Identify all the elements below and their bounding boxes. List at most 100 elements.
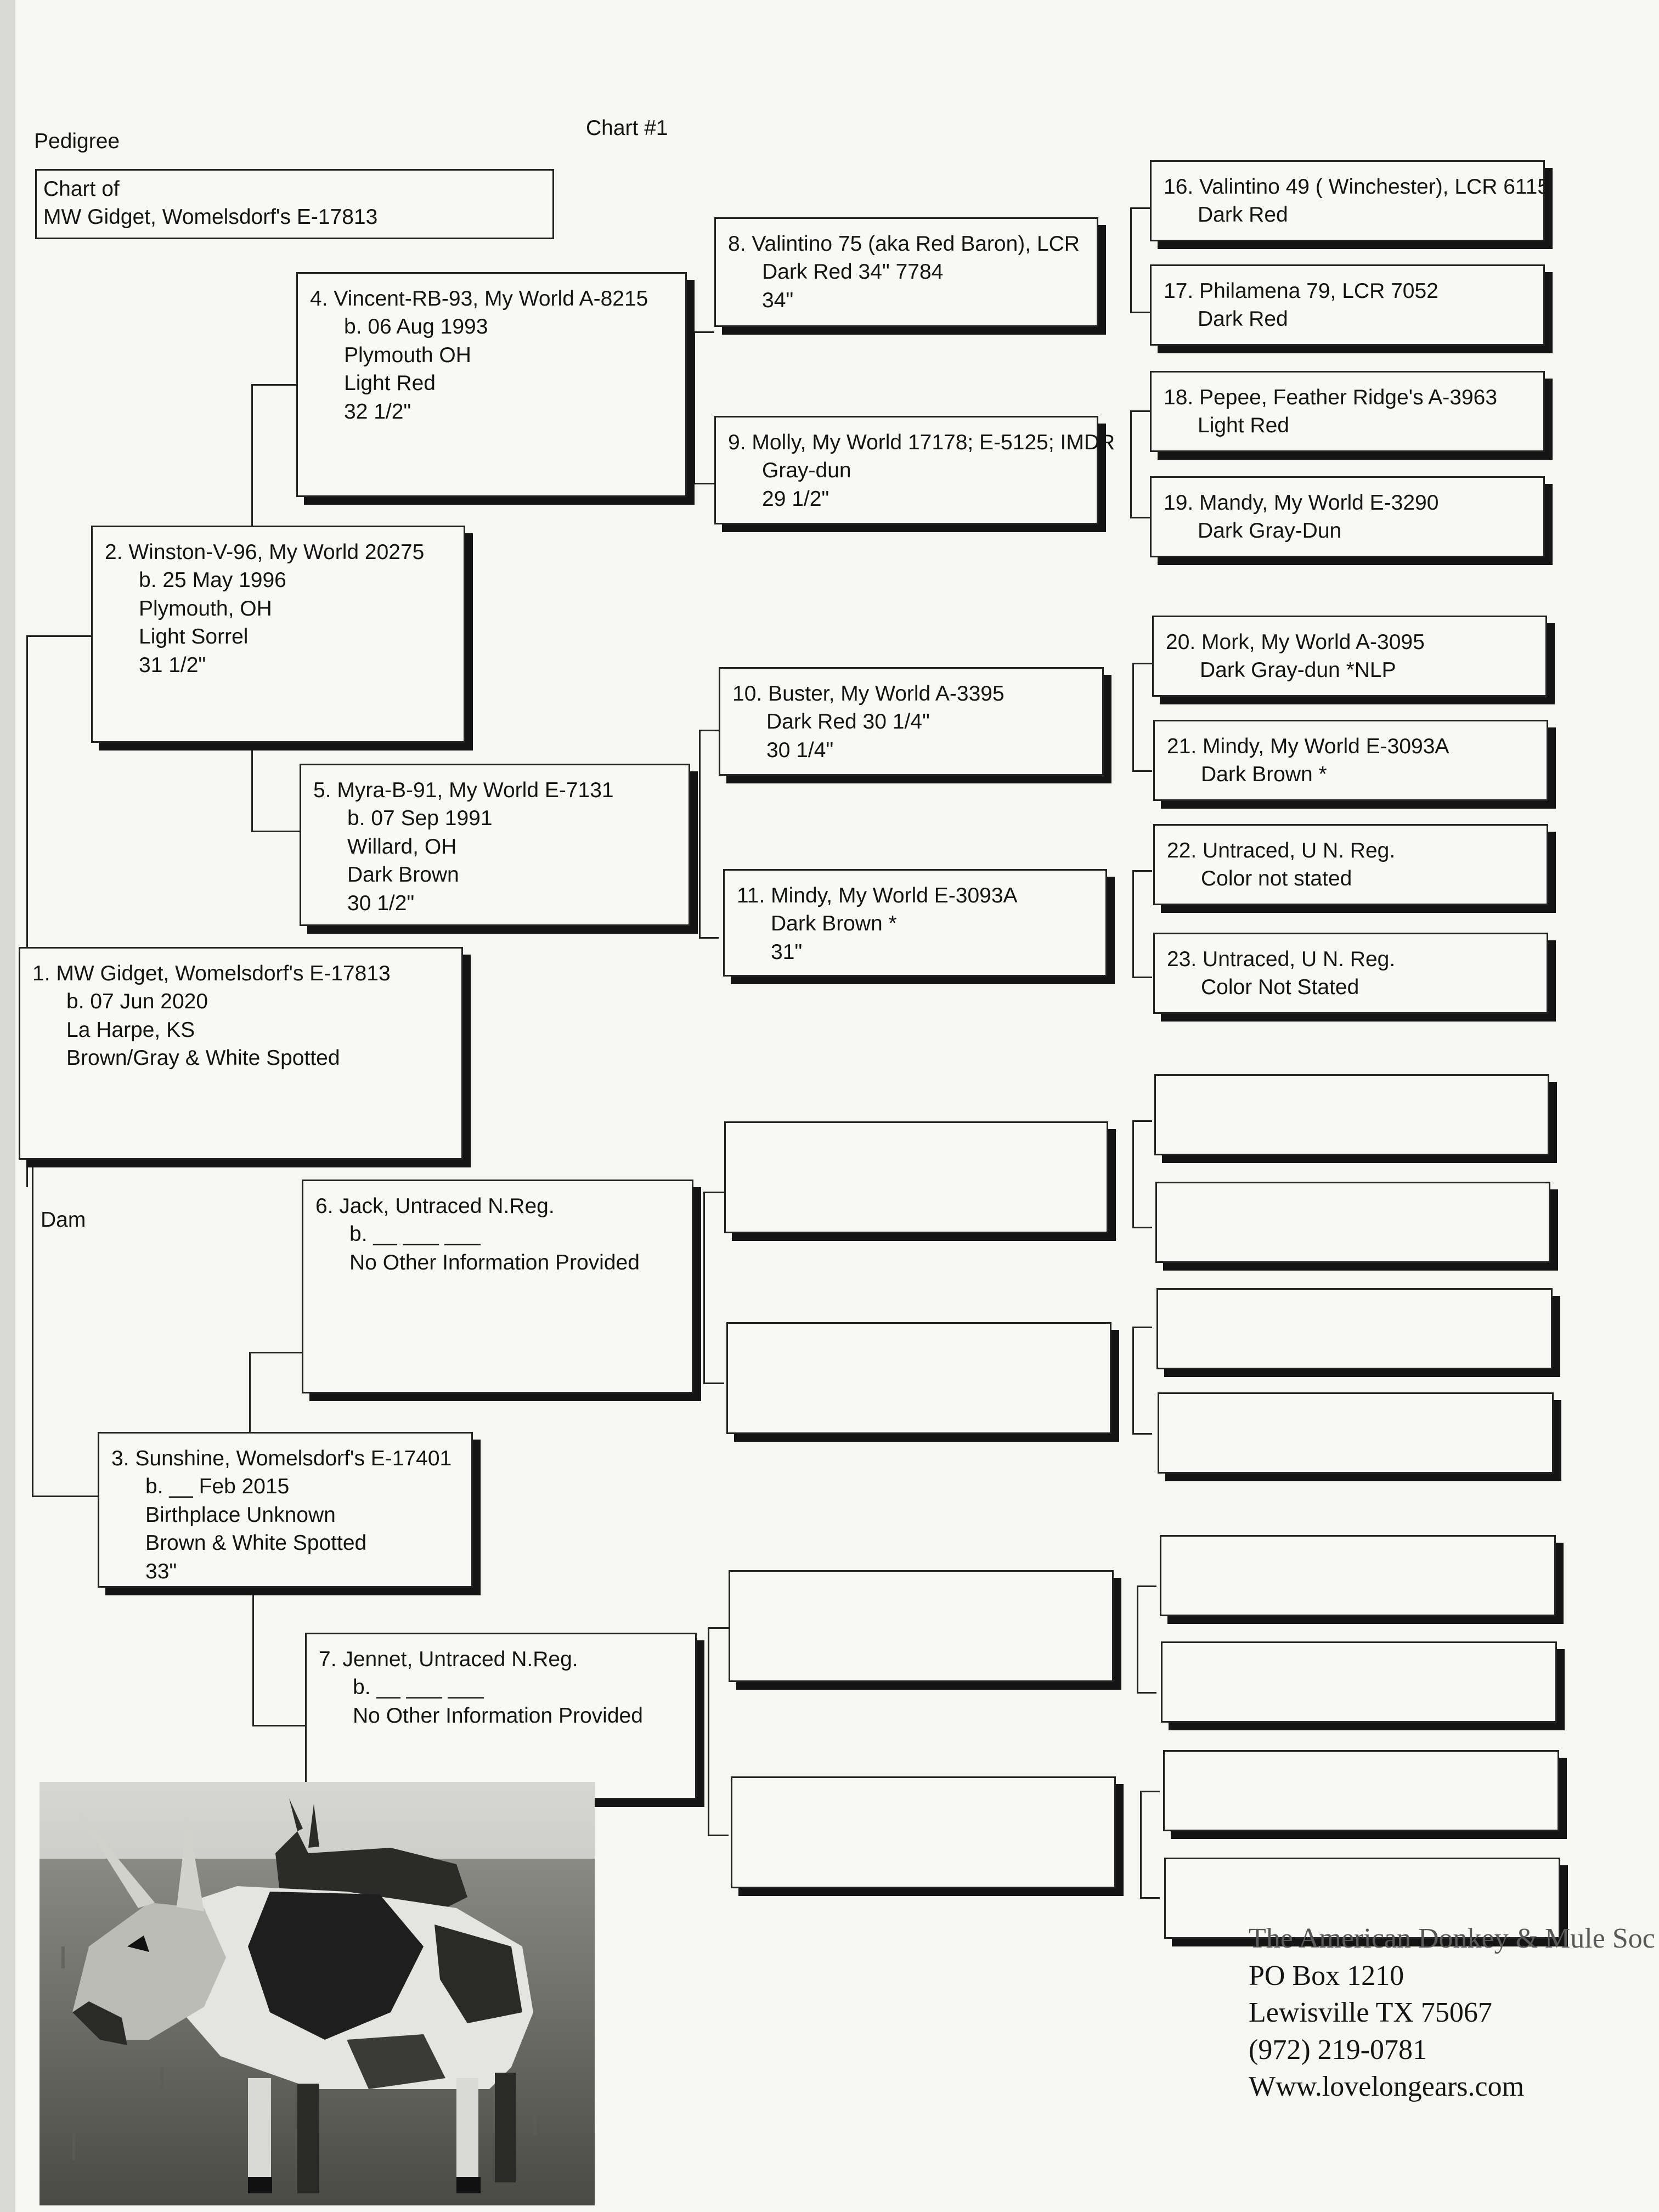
pedigree-sheet: Pedigree Chart #1 Chart of MW Gidget, Wo… xyxy=(15,0,1659,2212)
entry-23-name: 23. Untraced, U N. Reg. xyxy=(1167,947,1396,971)
entry-2-name: 2. Winston-V-96, My World 20275 xyxy=(105,540,425,564)
address-phone: (972) 219-0781 xyxy=(1249,2034,1427,2066)
entry-18-box: 18. Pepee, Feather Ridge's A-3963 Light … xyxy=(1150,371,1545,452)
entry-16-box: 16. Valintino 49 ( Winchester), LCR 6115… xyxy=(1150,160,1550,241)
entry-1-box: 1. MW Gidget, Womelsdorf's E-17813 b. 07… xyxy=(19,947,463,1160)
entry-17-color: Dark Red xyxy=(1198,307,1288,331)
entry-2-box: 2. Winston-V-96, My World 20275 b. 25 Ma… xyxy=(91,526,465,743)
entry-8-box: 8. Valintino 75 (aka Red Baron), LCR Dar… xyxy=(714,217,1098,327)
entry-5-name: 5. Myra-B-91, My World E-7131 xyxy=(313,778,614,802)
entry-9-box: 9. Molly, My World 17178; E-5125; IMDR G… xyxy=(714,416,1115,524)
entry-10-name: 10. Buster, My World A-3395 xyxy=(732,682,1005,706)
entry-24-box xyxy=(1154,1074,1549,1155)
entry-18-color: Light Red xyxy=(1198,414,1289,438)
entry-4-birth: b. 06 Aug 1993 xyxy=(344,315,488,339)
entry-3-box: 3. Sunshine, Womelsdorf's E-17401 b. __ … xyxy=(98,1432,473,1588)
entry-7-box: 7. Jennet, Untraced N.Reg. b. __ ___ ___… xyxy=(305,1633,697,1799)
entry-7-info: No Other Information Provided xyxy=(353,1703,643,1728)
entry-25-box xyxy=(1155,1182,1550,1263)
entry-3-height: 33" xyxy=(145,1559,177,1583)
entry-5-box: 5. Myra-B-91, My World E-7131 b. 07 Sep … xyxy=(300,764,690,926)
entry-5-height: 30 1/2" xyxy=(347,891,415,915)
society-address: The American Donkey & Mule Soc PO Box 12… xyxy=(1249,1920,1655,2106)
entry-5-color: Dark Brown xyxy=(347,863,459,887)
entry-1-name: 1. MW Gidget, Womelsdorf's E-17813 xyxy=(32,962,391,985)
entry-31-box xyxy=(1164,1858,1560,1939)
entry-16-name: 16. Valintino 49 ( Winchester), LCR 6115 xyxy=(1164,175,1550,199)
entry-28-box xyxy=(1160,1535,1556,1616)
society-name: The American Donkey & Mule Soc xyxy=(1249,1923,1655,1954)
entry-2-height: 31 1/2" xyxy=(139,653,206,677)
entry-11-name: 11. Mindy, My World E-3093A xyxy=(737,884,1018,907)
entry-10-color: Dark Red 30 1/4" xyxy=(766,710,930,734)
entry-14-box xyxy=(729,1570,1114,1682)
entry-21-name: 21. Mindy, My World E-3093A xyxy=(1167,735,1449,758)
entry-19-name: 19. Mandy, My World E-3290 xyxy=(1164,491,1439,515)
entry-7-name: 7. Jennet, Untraced N.Reg. xyxy=(319,1647,578,1671)
entry-23-color: Color Not Stated xyxy=(1201,975,1359,1000)
chart-of-name: MW Gidget, Womelsdorf's E-17813 xyxy=(43,205,378,229)
entry-1-birth: b. 07 Jun 2020 xyxy=(66,990,208,1014)
entry-9-height: 29 1/2" xyxy=(762,487,830,511)
chart-of-label: Chart of xyxy=(43,177,120,201)
entry-22-name: 22. Untraced, U N. Reg. xyxy=(1167,839,1396,862)
entry-13-box xyxy=(726,1322,1111,1434)
entry-11-box: 11. Mindy, My World E-3093A Dark Brown *… xyxy=(723,869,1107,977)
entry-20-name: 20. Mork, My World A-3095 xyxy=(1166,630,1425,654)
entry-4-box: 4. Vincent-RB-93, My World A-8215 b. 06 … xyxy=(296,272,687,497)
donkey-photo-drawing xyxy=(40,1782,595,2205)
entry-4-color: Light Red xyxy=(344,371,436,396)
chart-number: Chart #1 xyxy=(586,116,668,140)
entry-8-name: 8. Valintino 75 (aka Red Baron), LCR xyxy=(728,232,1080,256)
entry-3-birth: b. __ Feb 2015 xyxy=(145,1475,290,1499)
chart-of-box: Chart of MW Gidget, Womelsdorf's E-17813 xyxy=(35,169,554,239)
entry-10-box: 10. Buster, My World A-3395 Dark Red 30 … xyxy=(719,667,1104,776)
entry-9-color: Gray-dun xyxy=(762,459,851,483)
entry-2-color: Light Sorrel xyxy=(139,625,249,649)
entry-3-color: Brown & White Spotted xyxy=(145,1531,367,1555)
entry-12-box xyxy=(724,1121,1108,1233)
entry-20-box: 20. Mork, My World A-3095 Dark Gray-dun … xyxy=(1152,616,1547,697)
entry-19-box: 19. Mandy, My World E-3290 Dark Gray-Dun xyxy=(1150,476,1545,557)
entry-6-box: 6. Jack, Untraced N.Reg. b. __ ___ ___ N… xyxy=(302,1180,693,1393)
entry-1-place: La Harpe, KS xyxy=(66,1018,195,1042)
entry-7-birth: b. __ ___ ___ xyxy=(353,1675,484,1700)
entry-6-info: No Other Information Provided xyxy=(349,1250,640,1274)
entry-30-box xyxy=(1163,1750,1559,1831)
entry-1-color: Brown/Gray & White Spotted xyxy=(66,1046,340,1070)
entry-8-height: 34" xyxy=(762,288,794,312)
entry-22-color: Color not stated xyxy=(1201,867,1352,891)
entry-17-box: 17. Philamena 79, LCR 7052 Dark Red xyxy=(1150,264,1545,346)
entry-4-place: Plymouth OH xyxy=(344,343,471,367)
entry-6-birth: b. __ ___ ___ xyxy=(349,1222,481,1246)
entry-10-height: 30 1/4" xyxy=(766,738,834,762)
entry-6-name: 6. Jack, Untraced N.Reg. xyxy=(315,1194,555,1218)
entry-5-place: Willard, OH xyxy=(347,834,457,859)
entry-18-name: 18. Pepee, Feather Ridge's A-3963 xyxy=(1164,386,1498,409)
entry-3-place: Birthplace Unknown xyxy=(145,1503,336,1527)
entry-5-birth: b. 07 Sep 1991 xyxy=(347,806,493,831)
entry-21-box: 21. Mindy, My World E-3093A Dark Brown * xyxy=(1153,720,1548,801)
dam-label: Dam xyxy=(41,1208,86,1232)
entry-11-height: 31" xyxy=(771,940,803,964)
address-city: Lewisville TX 75067 xyxy=(1249,1997,1492,2029)
entry-22-box: 22. Untraced, U N. Reg. Color not stated xyxy=(1153,824,1548,905)
entry-8-color: Dark Red 34" 7784 xyxy=(762,260,944,284)
entry-3-name: 3. Sunshine, Womelsdorf's E-17401 xyxy=(111,1447,452,1470)
entry-11-color: Dark Brown * xyxy=(771,912,897,936)
pedigree-label: Pedigree xyxy=(34,129,120,153)
entry-29-box xyxy=(1161,1641,1557,1723)
address-po-box: PO Box 1210 xyxy=(1249,1960,1404,1991)
entry-26-box xyxy=(1156,1288,1553,1369)
address-website: Www.lovelongears.com xyxy=(1249,2071,1525,2103)
entry-17-name: 17. Philamena 79, LCR 7052 xyxy=(1164,279,1438,303)
donkey-photo xyxy=(40,1782,595,2205)
entry-4-name: 4. Vincent-RB-93, My World A-8215 xyxy=(310,287,648,311)
entry-23-box: 23. Untraced, U N. Reg. Color Not Stated xyxy=(1153,933,1548,1014)
entry-27-box xyxy=(1158,1392,1554,1474)
entry-15-box xyxy=(731,1776,1116,1888)
entry-2-birth: b. 25 May 1996 xyxy=(139,568,286,592)
entry-4-height: 32 1/2" xyxy=(344,399,411,424)
entry-9-name: 9. Molly, My World 17178; E-5125; IMDR xyxy=(728,431,1115,454)
entry-16-color: Dark Red xyxy=(1198,203,1288,227)
